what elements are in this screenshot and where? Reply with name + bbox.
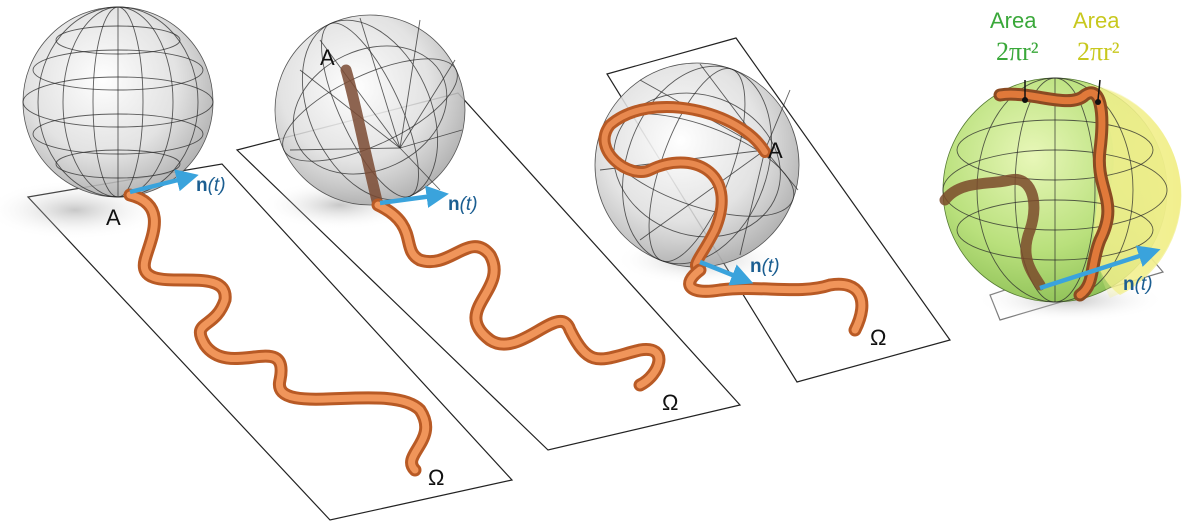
sphere-1-grid (22, 6, 214, 198)
area-right-leader-dot (1095, 99, 1101, 105)
normal-label-2-arg: (t) (460, 194, 478, 215)
normal-arrow-4 (1039, 245, 1161, 291)
panel-4: Area 2πr² Area 2πr² n(t) (939, 8, 1182, 322)
area-left-formula: 2πr² (996, 37, 1039, 66)
tube-3-sphere-highlight (601, 104, 768, 273)
sphere-4-yellow-region (1090, 85, 1182, 295)
tube-4-back (939, 173, 1046, 291)
tube-2-sphere (340, 64, 384, 211)
start-label-3: A (768, 138, 783, 163)
tube-1 (123, 188, 433, 477)
area-left-leader-dot (1022, 97, 1028, 103)
normal-arrow-1 (129, 169, 199, 195)
normal-label-2: n(t) (448, 194, 478, 215)
normal-arrow-3 (699, 259, 754, 286)
sphere-2 (274, 14, 466, 206)
tube-4-highlight (996, 89, 1112, 299)
sphere-4 (942, 77, 1182, 303)
end-label-2: Ω (662, 390, 678, 415)
normal-label-3: n(t) (750, 256, 780, 277)
normal-label-1-bold: n (196, 175, 208, 196)
area-right-leader (1097, 79, 1101, 101)
panel-1: A n(t) Ω (0, 6, 514, 521)
normal-label-4-arg: (t) (1135, 274, 1153, 295)
area-left-word: Area (990, 8, 1037, 33)
tube-3-highlight (686, 266, 866, 334)
sphere-2-grid (282, 17, 463, 201)
tube-2-highlight (374, 201, 663, 389)
normal-label-3-bold: n (750, 256, 762, 277)
tube-1-highlight (126, 191, 430, 474)
end-label-3: Ω (870, 325, 886, 350)
area-right-formula: 2πr² (1077, 37, 1120, 66)
normal-arrow-2 (379, 185, 449, 208)
sphere-4-grid (942, 77, 1168, 303)
panel-3: A n(t) Ω (594, 37, 951, 383)
panel-2: A n(t) Ω (235, 14, 742, 451)
normal-label-4: n(t) (1123, 274, 1153, 295)
start-label-1: A (106, 205, 121, 230)
normal-label-3-arg: (t) (762, 256, 780, 277)
normal-label-2-bold: n (448, 194, 460, 215)
sphere-1 (22, 6, 214, 198)
normal-label-1-arg: (t) (208, 175, 226, 196)
area-right-word: Area (1073, 8, 1120, 33)
start-label-2: A (320, 45, 335, 70)
normal-label-1: n(t) (196, 175, 226, 196)
end-label-1: Ω (428, 465, 444, 490)
normal-label-4-bold: n (1123, 274, 1135, 295)
